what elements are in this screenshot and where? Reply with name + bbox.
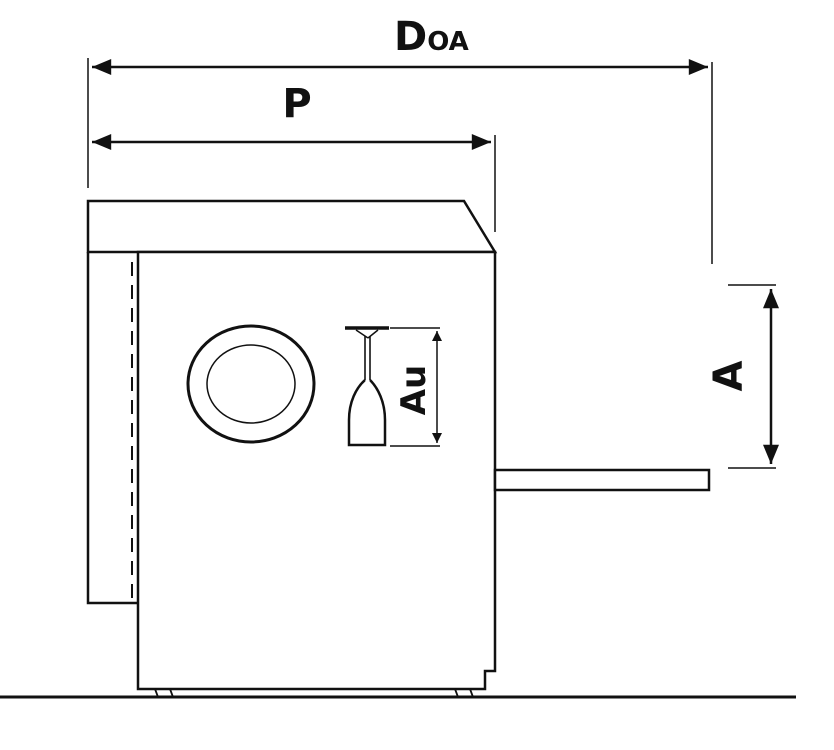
doa-dimension (87, 58, 713, 264)
round-window-inner (206, 344, 296, 424)
round-window-outer (186, 324, 316, 444)
foot-right (454, 688, 475, 698)
a-dimension (728, 284, 779, 469)
side-tray (493, 468, 711, 492)
au-dimension (390, 327, 442, 447)
foot-left (154, 688, 175, 698)
a-label: A (706, 360, 752, 391)
doa-label: DOA (394, 14, 469, 60)
au-label: Au (394, 365, 434, 416)
door-panel (86, 252, 138, 605)
cabinet-top (86, 199, 498, 254)
wine-glass-icon (345, 326, 389, 447)
cabinet-body (136, 250, 497, 691)
p-dimension (87, 112, 496, 232)
p-label: P (282, 81, 311, 127)
